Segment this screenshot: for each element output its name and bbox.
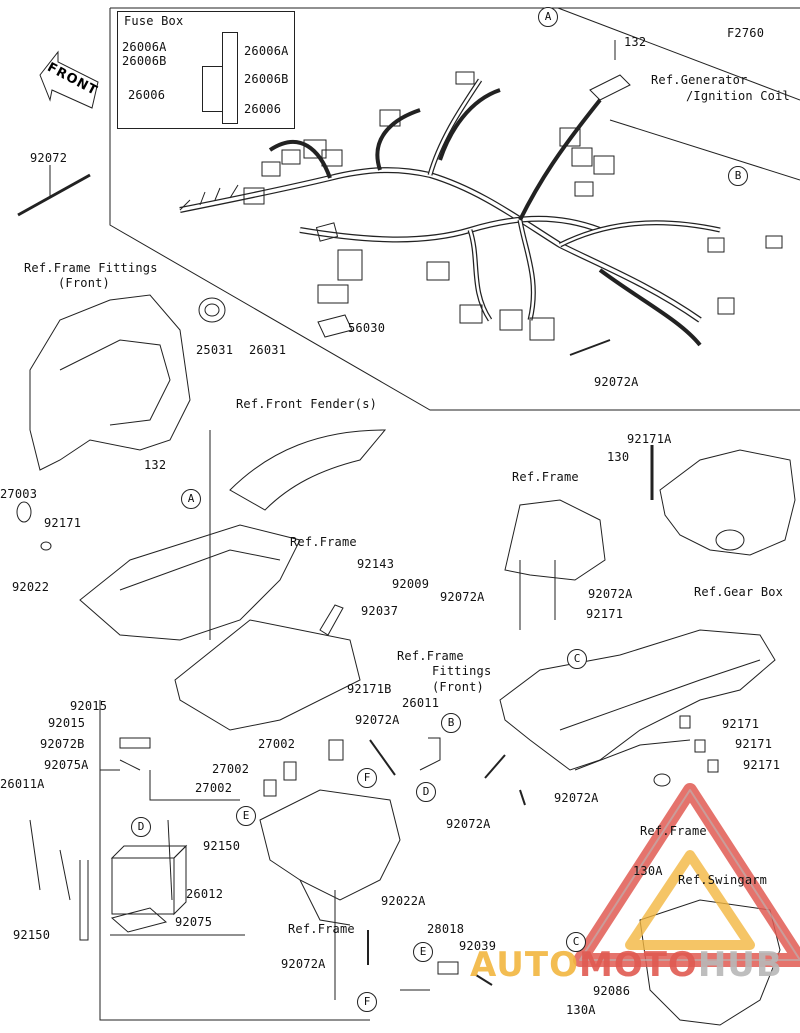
part-label[interactable]: 92022A (381, 894, 426, 908)
reference-label: Ref.Swingarm (678, 873, 768, 887)
part-label[interactable]: 92150 (203, 839, 241, 853)
part-label[interactable]: 92022 (12, 580, 50, 594)
reference-label: Ref.Frame (290, 535, 357, 549)
part-label[interactable]: 92171 (743, 758, 781, 772)
part-label[interactable]: 132 (624, 35, 647, 49)
part-label[interactable]: 92171 (722, 717, 760, 731)
callout-marker[interactable]: E (413, 942, 433, 962)
front-arrow-shape (39, 50, 99, 109)
part-label[interactable]: 92072A (446, 817, 491, 831)
part-label[interactable]: 27002 (212, 762, 250, 776)
part-label[interactable]: 92171A (627, 432, 672, 446)
part-label[interactable]: 92072B (40, 737, 85, 751)
part-label[interactable]: 92075A (44, 758, 89, 772)
fuse-label: 26006B (122, 54, 167, 68)
reference-label: Ref.Frame Fittings (24, 261, 158, 275)
frame-fittings-front-shape (29, 294, 191, 471)
fuse-holder-icon (222, 32, 238, 124)
part-label[interactable]: 92072A (281, 957, 326, 971)
part-label[interactable]: 92086 (593, 984, 631, 998)
reference-label: Ref.Frame (397, 649, 464, 663)
callout-marker[interactable]: D (131, 817, 151, 837)
callout-marker[interactable]: C (567, 649, 587, 669)
reference-label: Ref.Gear Box (694, 585, 784, 599)
part-label[interactable]: 92039 (459, 939, 497, 953)
part-label[interactable]: 92015 (48, 716, 86, 730)
part-label[interactable]: 92009 (392, 577, 430, 591)
callout-marker[interactable]: E (236, 806, 256, 826)
part-label[interactable]: 130 (607, 450, 630, 464)
callout-marker[interactable]: C (566, 932, 586, 952)
part-label[interactable]: 132 (144, 458, 167, 472)
part-label[interactable]: 92015 (70, 699, 108, 713)
callout-marker[interactable]: F (357, 992, 377, 1012)
part-label[interactable]: 130A (566, 1003, 596, 1017)
reference-label: (Front) (432, 680, 484, 694)
callout-marker[interactable]: A (181, 489, 201, 509)
part-label[interactable]: 25031 (196, 343, 234, 357)
fuse-label: 26006B (244, 72, 289, 86)
fuse-bracket-icon (202, 66, 223, 112)
part-label[interactable]: 92171 (586, 607, 624, 621)
fuse-label: 26006 (244, 102, 282, 116)
reference-label: Ref.Frame (288, 922, 355, 936)
watermark-text: AUTOMOTOHUB (470, 945, 783, 985)
part-label[interactable]: 92075 (175, 915, 213, 929)
fuse-box-title: Fuse Box (124, 14, 184, 28)
callout-marker[interactable]: F (357, 768, 377, 788)
part-label[interactable]: 92171 (44, 516, 82, 530)
part-label[interactable]: 92072A (588, 587, 633, 601)
part-label[interactable]: 92171 (735, 737, 773, 751)
watermark-part: MOTO (578, 945, 698, 985)
watermark-part: AUTO (470, 945, 579, 985)
part-label[interactable]: 27002 (195, 781, 233, 795)
callout-marker[interactable]: B (441, 713, 461, 733)
part-label[interactable]: 92072 (30, 151, 68, 165)
reference-label: Ref.Generator (651, 73, 748, 87)
part-label[interactable]: 26012 (186, 887, 224, 901)
part-label[interactable]: 27003 (0, 487, 38, 501)
part-label[interactable]: 27002 (258, 737, 296, 751)
reference-label: Ref.Frame (512, 470, 579, 484)
part-label[interactable]: 92072A (355, 713, 400, 727)
part-label[interactable]: 92072A (554, 791, 599, 805)
part-label[interactable]: 92150 (13, 928, 51, 942)
harness-group-outline (109, 8, 800, 411)
fuse-label: 26006A (244, 44, 289, 58)
fuse-label: 26006A (122, 40, 167, 54)
diagram-code: F2760 (727, 26, 765, 40)
battery-shape (111, 857, 175, 915)
battery-pad-shape (110, 907, 168, 933)
gear-box-shape (659, 449, 796, 556)
reference-label: Ref.Front Fender(s) (236, 397, 378, 411)
fuse-label: 26006 (128, 88, 166, 102)
part-label[interactable]: 92072A (440, 590, 485, 604)
reference-label: /Ignition Coil (686, 89, 790, 103)
part-label[interactable]: 26011 (402, 696, 440, 710)
part-label[interactable]: 92037 (361, 604, 399, 618)
part-label[interactable]: 92072A (594, 375, 639, 389)
part-label[interactable]: 92143 (357, 557, 395, 571)
part-label[interactable]: 26011A (0, 777, 45, 791)
part-label[interactable]: 26031 (249, 343, 287, 357)
watermark-part: HUB (697, 945, 783, 985)
reference-label: Ref.Frame (640, 824, 707, 838)
part-label[interactable]: 56030 (348, 321, 386, 335)
part-label[interactable]: 92171B (347, 682, 392, 696)
fuse-box-inset: Fuse Box 26006A 26006B 26006 26006A 2600… (117, 11, 295, 129)
watermark-logo (573, 783, 800, 967)
part-label[interactable]: 130A (633, 864, 663, 878)
callout-marker[interactable]: B (728, 166, 748, 186)
callout-marker[interactable]: D (416, 782, 436, 802)
reference-label: Fittings (432, 664, 492, 678)
reference-label: (Front) (58, 276, 110, 290)
part-label[interactable]: 28018 (427, 922, 465, 936)
callout-marker[interactable]: A (538, 7, 558, 27)
